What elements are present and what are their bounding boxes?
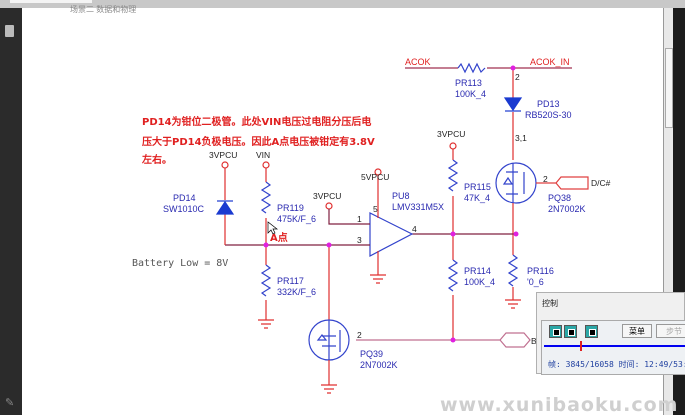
- net-vin: VIN: [256, 150, 270, 160]
- left-sidebar: ✎: [0, 8, 22, 415]
- dc-connector: [536, 176, 589, 190]
- net-5vpcu: 5VPCU: [361, 172, 389, 182]
- menu-button[interactable]: 菜单: [622, 324, 652, 338]
- attachment-icon[interactable]: ✎: [5, 397, 15, 409]
- pd13-ref: PD13: [537, 99, 560, 109]
- net-3vpcu-opamp: 3VPCU: [313, 191, 341, 201]
- pq38-pin-31: 3,1: [515, 133, 527, 143]
- net-3vpcu-pd14: 3VPCU: [209, 150, 237, 160]
- control-panel: 菜单 步节 帧: 3845/16058 时间: 12:49/53:: [541, 320, 685, 375]
- b-connector: [356, 332, 531, 348]
- pr119-val: 475K/F_6: [277, 214, 316, 224]
- battery-low-label: Battery Low = 8V: [132, 258, 228, 269]
- pr115-ref: PR115: [464, 182, 491, 192]
- pin-4: 4: [412, 224, 417, 234]
- pr113-resistor: [457, 62, 486, 74]
- point-a-label: A点: [270, 231, 288, 244]
- pr117-resistor: [260, 264, 272, 297]
- frame-time-status: 帧: 3845/16058 时间: 12:49/53:: [548, 360, 685, 369]
- progress-handle[interactable]: [579, 341, 582, 351]
- pq38-mosfet: [495, 162, 537, 204]
- pr114-ref: PR114: [464, 266, 491, 276]
- pin-1: 1: [357, 214, 362, 224]
- pr116-resistor: [507, 254, 519, 287]
- pr114-resistor: [447, 259, 459, 292]
- next-frame-button[interactable]: [585, 325, 598, 338]
- pd13-pin-2: 2: [515, 72, 520, 82]
- pin-5: 5: [373, 204, 378, 214]
- note-line-1: PD14为钳位二极管。此处VIN电压过电阻分压后电: [142, 115, 371, 128]
- pq38-ref: PQ38: [548, 193, 571, 203]
- pq39-ref: PQ39: [360, 349, 383, 359]
- pr119-resistor: [260, 181, 272, 214]
- pause-button[interactable]: [549, 325, 562, 338]
- pr119-ref: PR119: [277, 203, 304, 213]
- pq39-pin-2: 2: [357, 330, 362, 340]
- net-b: B: [531, 336, 537, 346]
- watermark: www.xunibaoku.com: [440, 394, 679, 416]
- pr113-val: 100K_4: [455, 89, 486, 99]
- net-acok-in: ACOK_IN: [530, 57, 570, 67]
- step-button[interactable]: 步节: [656, 324, 685, 338]
- pu8-comparator: [369, 212, 414, 257]
- net-dc: D/C#: [591, 178, 611, 188]
- note-line-3: 左右。: [141, 153, 172, 166]
- net-acok: ACOK: [405, 57, 431, 67]
- tab[interactable]: [10, 0, 92, 3]
- page-thumbnail-icon[interactable]: [5, 25, 14, 37]
- playback-control-dialog: 控制 菜单 步节 帧: 3845/16058 时间: 12:49/53:: [536, 292, 685, 375]
- net-3vpcu-pr115: 3VPCU: [437, 129, 465, 139]
- pr117-ref: PR117: [277, 276, 304, 286]
- pin-3: 3: [357, 235, 362, 245]
- pq39-val: 2N7002K: [360, 360, 398, 370]
- note-line-2: 压大于PD14负极电压。因此A点电压被钳定有3.8V: [142, 135, 375, 148]
- pd14-ref: PD14: [173, 193, 196, 203]
- pr115-val: 47K_4: [464, 193, 490, 203]
- pq38-pin-2: 2: [543, 174, 548, 184]
- pq38-val: 2N7002K: [548, 204, 586, 214]
- pd13-diode: [503, 97, 523, 112]
- scrollbar-thumb[interactable]: [665, 48, 673, 128]
- pu8-ref: PU8: [392, 191, 410, 201]
- pr115-resistor: [447, 159, 459, 192]
- top-toolbar: [0, 0, 685, 8]
- progress-slider[interactable]: [544, 345, 685, 347]
- stop-button[interactable]: [564, 325, 577, 338]
- mouse-cursor-icon: [267, 221, 279, 235]
- pr116-ref: PR116: [527, 266, 554, 276]
- pr114-val: 100K_4: [464, 277, 495, 287]
- dialog-title: 控制: [542, 299, 558, 308]
- pr117-val: 332K/F_6: [277, 287, 316, 297]
- pd14-val: SW1010C: [163, 204, 205, 214]
- junctions: [263, 65, 519, 343]
- pd13-val: RB520S-30: [525, 110, 572, 120]
- pu8-val: LMV331M5X: [392, 202, 444, 212]
- vertical-scrollbar[interactable]: [663, 8, 674, 415]
- header-text: 场景二 数据和物理: [70, 4, 136, 14]
- pr116-val: '0_6: [527, 277, 544, 287]
- pr113-ref: PR113: [455, 78, 482, 88]
- pd14-diode: [215, 200, 235, 215]
